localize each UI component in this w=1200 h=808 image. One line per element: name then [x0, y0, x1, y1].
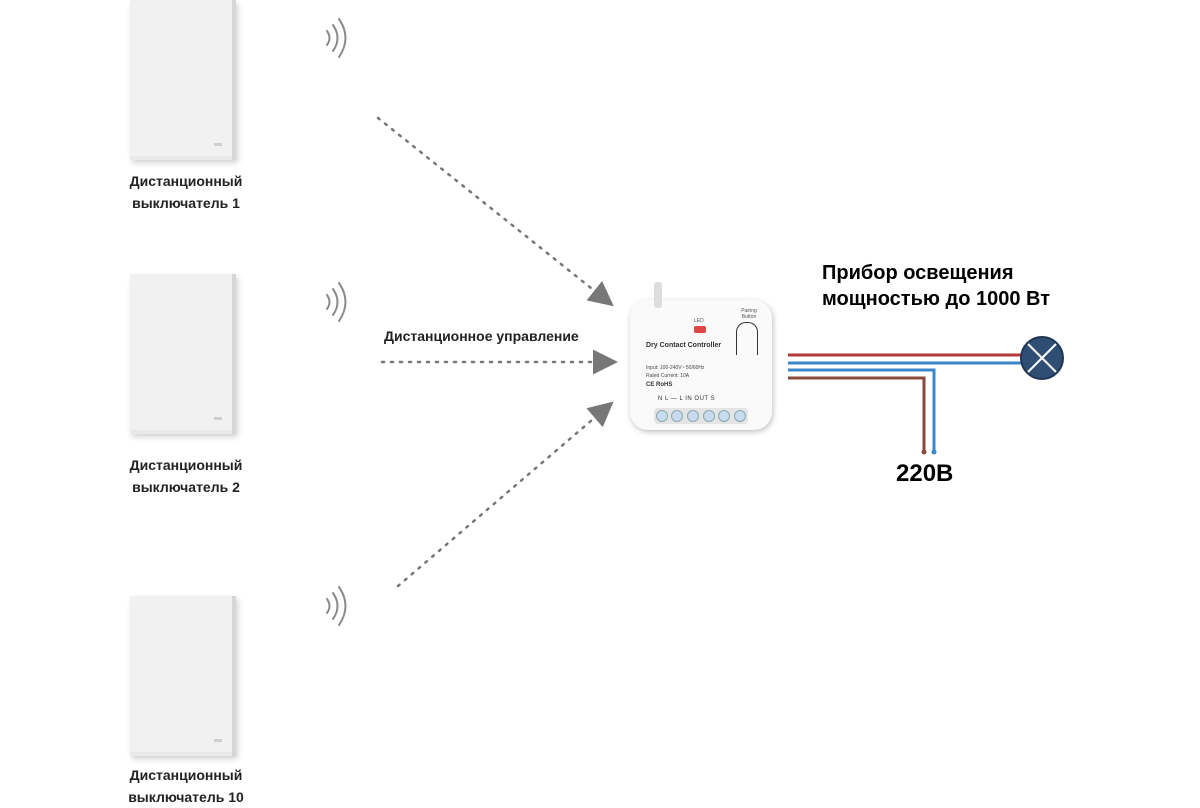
spec-line2: Rated Current: 10A [646, 373, 690, 379]
switch-1-label-line1: Дистанционный [129, 173, 243, 189]
switch-face [130, 0, 232, 156]
lamp-icon [1020, 336, 1064, 380]
terminal-labels: N L — L IN OUT S [658, 396, 716, 402]
remote-switch-1 [130, 0, 236, 160]
pairing-label-line1: Pairing [741, 308, 757, 314]
terminal-screw [702, 410, 715, 422]
pairing-label-line2: Button [741, 314, 757, 320]
antenna [654, 282, 662, 308]
pairing-label: Pairing Button [734, 308, 764, 320]
switch-1-label: Дистанционный выключатель 1 [106, 170, 266, 214]
switch-edge [232, 274, 236, 434]
switch-edge [232, 596, 236, 756]
switch-10-label: Дистанционный выключатель 10 [106, 764, 266, 808]
switch-face [130, 274, 232, 430]
switch-10-label-line2: выключатель 10 [128, 789, 244, 805]
spec-line1: Input: 100-240V~ 50/60Hz [646, 365, 705, 371]
switch-2-label: Дистанционный выключатель 2 [106, 454, 266, 498]
signal-arrow-1 [376, 116, 614, 307]
controller-title: Dry Contact Controller [646, 342, 722, 349]
switch-10-label-line1: Дистанционный [129, 767, 243, 783]
controller-spec: Input: 100-240V~ 50/60Hz Rated Current: … [646, 364, 705, 380]
switch-indicator [214, 143, 222, 146]
signal-arrow-10 [396, 401, 614, 588]
terminal-screw [734, 410, 747, 422]
remote-switch-10 [130, 596, 236, 756]
switch-indicator [214, 417, 222, 420]
remote-control-label: Дистанционное управление [384, 328, 579, 344]
terminal-screw [671, 410, 684, 422]
cert-label: CE RoHS [646, 382, 673, 388]
terminal-block [654, 408, 748, 424]
wireless-icon-2 [326, 282, 347, 322]
switch-edge [232, 0, 236, 160]
switch-2-label-line2: выключатель 2 [132, 479, 240, 495]
wire-blue-down [788, 368, 936, 452]
switch-indicator [214, 739, 222, 742]
lamp-label-line1: Прибор освещения [822, 262, 1014, 284]
voltage-label: 220В [896, 460, 954, 487]
wireless-icon-1 [326, 18, 347, 58]
lamp-label-line2: мощностью до 1000 Вт [822, 288, 1050, 310]
wireless-icon-10 [326, 586, 347, 626]
switch-1-label-line2: выключатель 1 [132, 195, 240, 211]
switch-2-label-line1: Дистанционный [129, 457, 243, 473]
terminal-dot-blue [931, 449, 937, 455]
terminal-screw [655, 410, 668, 422]
led-indicator [694, 326, 706, 333]
switch-face [130, 596, 232, 752]
wire-red-down [788, 376, 926, 452]
terminal-dot-red [921, 449, 927, 455]
terminal-screw [687, 410, 700, 422]
remote-switch-2 [130, 274, 236, 434]
led-label: LED [694, 318, 704, 324]
dry-contact-controller: LED Pairing Button Dry Contact Controlle… [630, 282, 772, 430]
pairing-button [736, 322, 758, 355]
terminal-screw [718, 410, 731, 422]
lamp-label: Прибор освещения мощностью до 1000 Вт [822, 260, 1050, 312]
